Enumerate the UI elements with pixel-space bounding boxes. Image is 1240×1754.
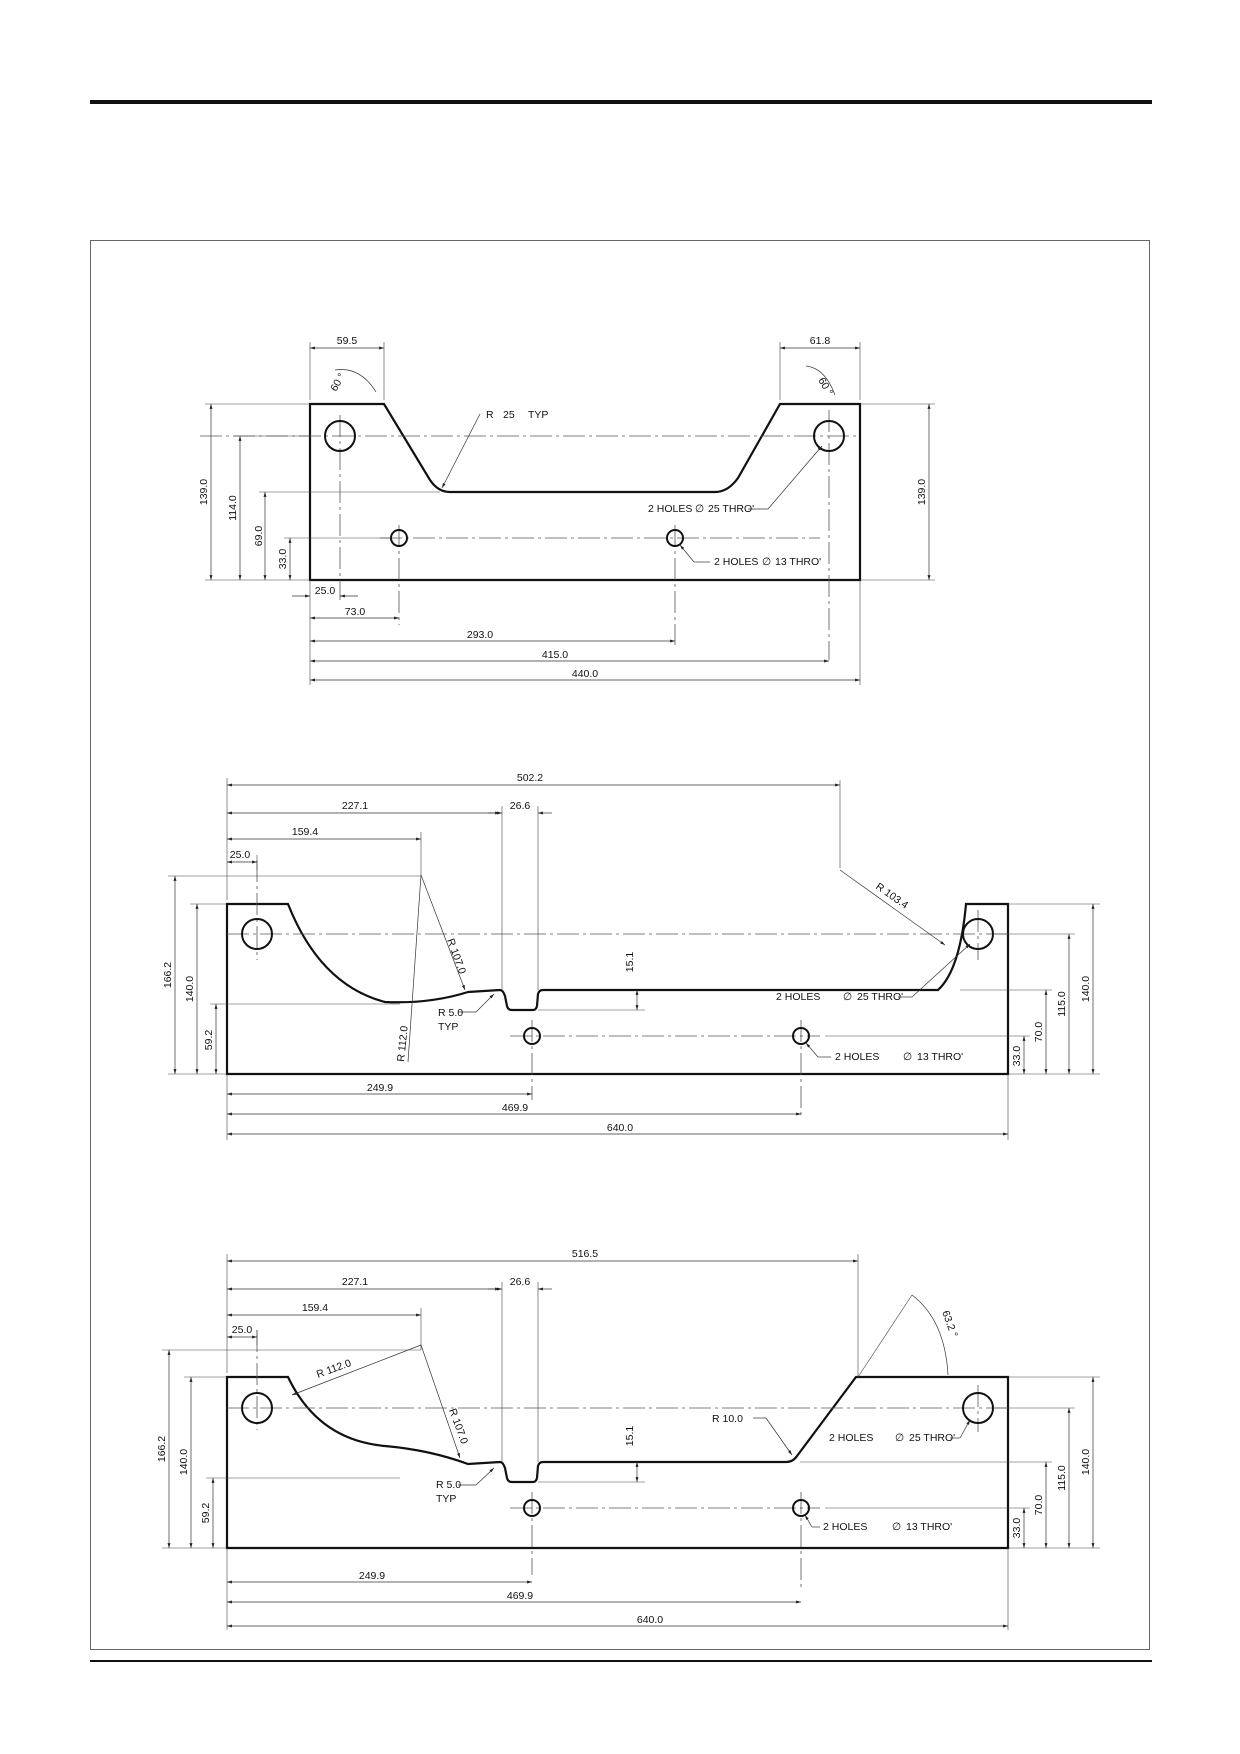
view-3: 516.5 227.1 26.6 159.4 25.0 63.2 ° R 112… [156, 1248, 1100, 1630]
view3-radius-10: R 10.0 [712, 1413, 743, 1425]
view1-dim-139-left: 139.0 [198, 479, 210, 505]
view2-dim-140-right: 140.0 [1080, 976, 1092, 1002]
view2-radius-112: R 112.0 [395, 1025, 411, 1062]
view2-dim-159: 159.4 [292, 826, 318, 838]
view1-holes-small-symbol: ∅ [762, 556, 771, 568]
view2-dim-33: 33.0 [1011, 1046, 1023, 1067]
view2-dim-70: 70.0 [1033, 1022, 1045, 1043]
view2-dim-227: 227.1 [342, 800, 368, 812]
view1-dim-415: 415.0 [542, 649, 568, 661]
view1-angle-left: 60 ° [328, 371, 348, 393]
view3-holes-small-symbol: ∅ [892, 1521, 901, 1533]
view1-dim-59: 59.5 [337, 335, 358, 347]
view2-dim-25: 25.0 [230, 849, 251, 861]
view1-hole-small-left [390, 529, 408, 547]
view1-hole-small-right [666, 529, 684, 547]
view3-dim-166: 166.2 [156, 1436, 168, 1462]
view2-radius-typ: TYP [438, 1021, 458, 1033]
view-2: 502.2 227.1 26.6 159.4 25.0 R 103.4 R 10… [162, 772, 1100, 1140]
view2-radius-5: R 5.0 [438, 1007, 463, 1019]
view3-dim-115: 115.0 [1056, 1465, 1068, 1491]
view3-hole-small-left [523, 1499, 541, 1517]
view2-hole-large-left [241, 918, 273, 950]
view2-hole-small-left [523, 1027, 541, 1045]
view2-dim-59: 59.2 [203, 1030, 215, 1051]
view2-dim-502: 502.2 [517, 772, 543, 784]
view2-dim-15: 15.1 [624, 952, 636, 973]
view1-dim-73: 73.0 [345, 606, 366, 618]
view3-dim-640: 640.0 [637, 1614, 663, 1626]
view1-hole-large-left [324, 420, 356, 452]
view1-holes-small-count: 2 HOLES [714, 556, 758, 568]
view3-dim-249: 249.9 [359, 1570, 385, 1582]
view3-dim-140-left: 140.0 [178, 1449, 190, 1475]
view3-radius-5: R 5.0 [436, 1479, 461, 1491]
view2-holes-large-size: 25 THRO' [857, 991, 903, 1003]
view2-outline [225, 902, 1010, 1076]
view1-dim-25: 25.0 [315, 585, 336, 597]
view3-holes-small-count: 2 HOLES [823, 1521, 867, 1533]
view1-holes-small-size: 13 THRO' [775, 556, 821, 568]
view3-radius-typ: TYP [436, 1493, 456, 1505]
view3-dim-25: 25.0 [232, 1324, 253, 1336]
view1-angle-right: 60 ° [815, 376, 835, 398]
view1-holes-large-size: 25 THRO' [708, 503, 754, 515]
view1-radius-value: 25 [503, 409, 515, 421]
view3-holes-large-size: 25 THRO' [909, 1432, 955, 1444]
view1-dim-114: 114.0 [227, 495, 239, 521]
view3-angle: 63.2 ° [939, 1309, 960, 1339]
view3-holes-large-count: 2 HOLES [829, 1432, 873, 1444]
view-1: 59.5 61.8 60 ° 60 ° R 25 TYP 2 HOLES ∅ 2… [198, 335, 935, 685]
view3-outline [225, 1375, 1010, 1550]
view3-dim-59: 59.2 [200, 1503, 212, 1524]
view2-radius-107: R 107.0 [444, 937, 468, 976]
view3-dim-159: 159.4 [302, 1302, 328, 1314]
view1-holes-large-symbol: ∅ [695, 503, 704, 515]
view2-holes-large-count: 2 HOLES [776, 991, 820, 1003]
view3-dim-15: 15.1 [624, 1426, 636, 1447]
view2-holes-large-symbol: ∅ [843, 991, 852, 1003]
view3-radius-107: R 107.0 [446, 1407, 470, 1446]
view2-dim-469: 469.9 [502, 1102, 528, 1114]
view1-outline [308, 402, 862, 582]
view2-hole-small-right [792, 1027, 810, 1045]
view1-holes-large-count: 2 HOLES [648, 503, 692, 515]
view1-radius-prefix: R [486, 409, 494, 421]
view1-dim-69: 69.0 [253, 526, 265, 547]
view2-holes-small-size: 13 THRO' [917, 1051, 963, 1063]
view2-holes-small-count: 2 HOLES [835, 1051, 879, 1063]
view3-hole-small-right [792, 1499, 810, 1517]
view3-holes-small-size: 13 THRO' [906, 1521, 952, 1533]
view1-dim-61: 61.8 [810, 335, 831, 347]
bottom-rule [90, 1660, 1152, 1662]
view2-dim-249: 249.9 [367, 1082, 393, 1094]
view3-holes-large-symbol: ∅ [895, 1432, 904, 1444]
view3-dim-33: 33.0 [1011, 1518, 1023, 1539]
view2-dim-640: 640.0 [607, 1122, 633, 1134]
view3-dim-469: 469.9 [507, 1590, 533, 1602]
view3-dim-516: 516.5 [572, 1248, 598, 1260]
view1-radius-suffix: TYP [528, 409, 548, 421]
view3-dim-26: 26.6 [510, 1276, 531, 1288]
drawing-frame [90, 240, 1150, 1650]
view2-dim-140-left: 140.0 [184, 976, 196, 1002]
view2-dim-26: 26.6 [510, 800, 531, 812]
view3-dim-140-right: 140.0 [1080, 1449, 1092, 1475]
view2-holes-small-symbol: ∅ [903, 1051, 912, 1063]
top-rule [90, 100, 1152, 104]
view1-dim-33: 33.0 [277, 549, 289, 570]
view3-radius-112: R 112.0 [315, 1357, 353, 1381]
view1-dim-139-right: 139.0 [916, 479, 928, 505]
view3-dim-70: 70.0 [1033, 1495, 1045, 1516]
view3-dim-227: 227.1 [342, 1276, 368, 1288]
view2-dim-166: 166.2 [162, 962, 174, 988]
view3-hole-large-left [241, 1392, 273, 1424]
view1-hole-large-right [813, 420, 845, 452]
view1-dim-293: 293.0 [467, 629, 493, 641]
view2-dim-115: 115.0 [1056, 991, 1068, 1017]
view1-dim-440: 440.0 [572, 668, 598, 680]
